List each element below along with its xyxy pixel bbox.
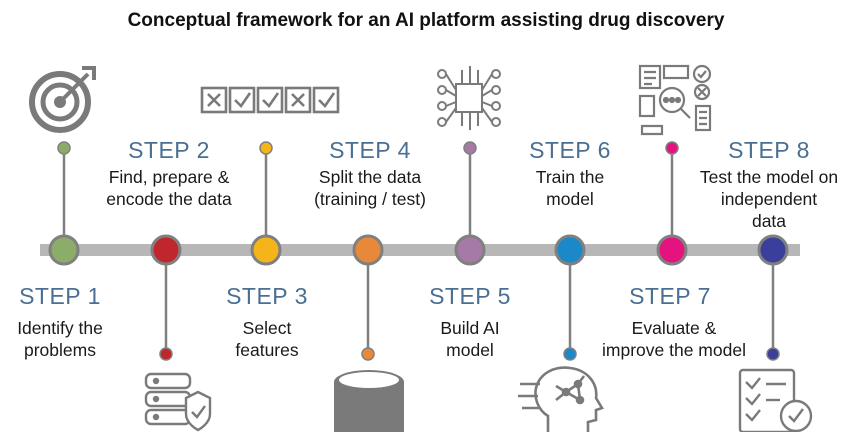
step-1-label: STEP 1 xyxy=(19,283,101,309)
step-1-node xyxy=(48,234,80,266)
step-6-node xyxy=(554,234,586,266)
diagram-title: Conceptual framework for an AI platform … xyxy=(127,10,725,31)
step-2-label: STEP 2 xyxy=(128,137,210,163)
step-1-description: Identify the problems xyxy=(0,317,150,361)
step-5-description: Build AI model xyxy=(380,317,560,361)
checkbox-row-icon xyxy=(200,86,340,114)
step-5-desc-line: model xyxy=(446,340,494,360)
step-3-node xyxy=(250,234,282,266)
step-5-label: STEP 5 xyxy=(429,283,511,309)
analysis-chart-icon xyxy=(638,64,712,136)
step-6-label: STEP 6 xyxy=(529,137,611,163)
step-2-desc-line: encode the data xyxy=(106,189,232,209)
step-6-desc-line: Train the xyxy=(535,167,605,187)
step-8-desc-line: Test the model on xyxy=(699,167,839,187)
step-2-node xyxy=(150,234,182,266)
step-7-description: Evaluate & improve the model xyxy=(574,317,774,361)
target-icon xyxy=(29,66,96,133)
step-2-end-dot xyxy=(159,347,173,361)
step-7-desc-line: improve the model xyxy=(602,340,746,360)
step-5-desc-line: Build AI xyxy=(440,318,500,338)
step-6-desc-line: model xyxy=(546,189,594,209)
step-2-desc-line: Find, prepare & xyxy=(108,167,230,187)
step-1-desc-line: problems xyxy=(24,340,96,360)
step-8-node xyxy=(757,234,789,266)
step-8-desc-line: data xyxy=(751,211,787,231)
step-8-label: STEP 8 xyxy=(728,137,810,163)
step-2-description: Find, prepare & encode the data xyxy=(79,166,259,210)
step-6-description: Train the model xyxy=(480,166,660,210)
timeline-nodes xyxy=(48,141,789,361)
step-3-end-dot xyxy=(259,141,273,155)
step-8-desc-line: independent xyxy=(720,189,818,209)
step-6-end-dot xyxy=(563,347,577,361)
step-7-desc-line: Evaluate & xyxy=(631,318,717,338)
step-7-node xyxy=(656,234,688,266)
step-5-node xyxy=(454,234,486,266)
step-3-label: STEP 3 xyxy=(226,283,308,309)
step-1-desc-line: Identify the xyxy=(17,318,103,338)
step-3-description: Select features xyxy=(177,317,357,361)
step-4-desc-line: Split the data xyxy=(318,167,422,187)
step-7-end-dot xyxy=(665,141,679,155)
timeline-bar xyxy=(40,244,800,256)
step-3-desc-line: features xyxy=(235,340,299,360)
database-cylinder-icon xyxy=(334,370,404,432)
database-shield-icon xyxy=(144,372,212,432)
step-3-desc-line: Select xyxy=(242,318,292,338)
step-4-desc-line: (training / test) xyxy=(314,189,426,209)
step-4-label: STEP 4 xyxy=(329,137,411,163)
step-4-node xyxy=(352,234,384,266)
step-8-end-dot xyxy=(766,347,780,361)
step-7-label: STEP 7 xyxy=(629,283,711,309)
step-5-end-dot xyxy=(463,141,477,155)
step-1-end-dot xyxy=(57,141,71,155)
step-4-end-dot xyxy=(361,347,375,361)
checklist-icon xyxy=(738,368,813,432)
step-8-description: Test the model on independent data xyxy=(679,166,852,232)
step-4-description: Split the data (training / test) xyxy=(280,166,460,210)
brain-head-icon xyxy=(518,366,604,432)
neural-network-icon xyxy=(437,66,501,130)
